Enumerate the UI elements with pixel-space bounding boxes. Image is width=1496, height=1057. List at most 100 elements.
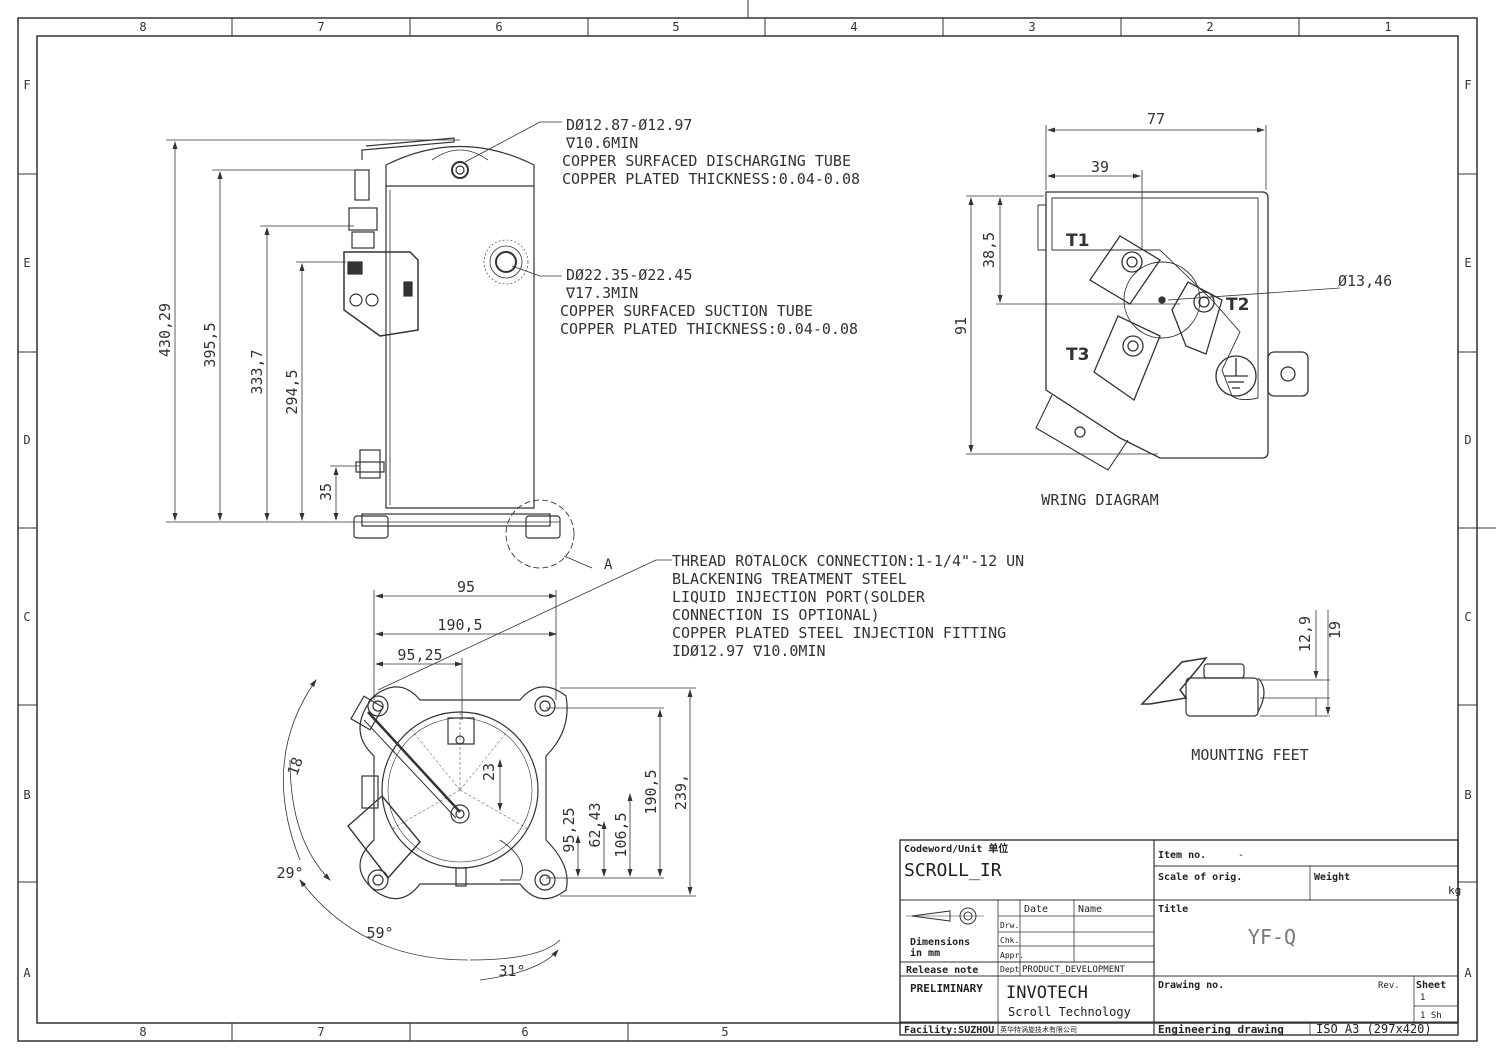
row-label: C <box>1464 610 1471 624</box>
mounting-feet <box>1140 656 1265 717</box>
dim-center-offset: 106,5 <box>612 812 630 857</box>
note-line: THREAD ROTALOCK CONNECTION:1-1/4"-12 UN <box>672 552 1024 570</box>
angle-59: 59° <box>366 924 393 942</box>
mounting-caption: MOUNTING FEET <box>1191 746 1308 764</box>
dim-foot-total: 19 <box>1326 621 1344 639</box>
col-label: 8 <box>139 1025 146 1039</box>
paper-format: ISO A3 (297x420) <box>1316 1022 1432 1036</box>
company-name: INVOTECH <box>1006 983 1088 1003</box>
item-label: Item no. <box>1158 850 1206 861</box>
dim-terminal-diameter: Ø13,46 <box>1338 272 1392 290</box>
note-line: DØ22.35-Ø22.45 <box>566 266 692 284</box>
dim-hole-spacing: 190,5 <box>642 769 660 814</box>
col-label: 6 <box>521 1025 528 1039</box>
angle-31: 31° <box>498 962 525 980</box>
facility: Facility:SUZHOU <box>904 1024 994 1036</box>
dim-port-offset: 62,43 <box>586 802 604 847</box>
col-label: 7 <box>317 20 324 34</box>
dim-overall-depth: 239, <box>672 774 690 810</box>
side-view <box>343 137 593 569</box>
note-line: LIQUID INJECTION PORT(SOLDER <box>672 588 926 606</box>
facility-chinese: 英华特涡旋技术有限公司 <box>1000 1025 1077 1034</box>
compressor-shell <box>385 146 535 509</box>
row-label: F <box>23 78 30 92</box>
codeword-value: SCROLL_IR <box>904 860 1002 881</box>
note-line: COPPER SURFACED DISCHARGING TUBE <box>562 152 851 170</box>
rev-label: Rev. <box>1378 981 1400 991</box>
row-label: A <box>1464 966 1472 980</box>
dim-height-total: 91 <box>952 317 970 335</box>
row-label: A <box>23 966 31 980</box>
col-label: 6 <box>495 20 502 34</box>
wiring-labels: 77 39 38,5 91 Ø13,46 T1 T2 T3 WRING DIAG… <box>952 110 1392 509</box>
terminal-t1-label: T1 <box>1066 231 1089 251</box>
terminal-t2 <box>1171 281 1223 355</box>
wiring-dimensions <box>966 125 1341 455</box>
column-ticks <box>231 18 1300 1041</box>
dim-width-total: 77 <box>1147 110 1165 128</box>
terminal-box-outline <box>1045 191 1269 459</box>
drw-label: Drw. <box>1000 921 1019 930</box>
release-label: Release note <box>906 965 978 976</box>
dim-height-shell: 395,5 <box>201 322 219 367</box>
sheet-label: Sheet <box>1416 980 1446 991</box>
dim-flange-width: 190,5 <box>437 616 482 634</box>
side-view-dimensions <box>166 139 560 523</box>
release-value: PRELIMINARY <box>910 982 983 995</box>
dim-width-half: 39 <box>1091 158 1109 176</box>
suction-tube-note: DØ22.35-Ø22.45 ∇17.3MIN COPPER SURFACED … <box>511 265 858 338</box>
row-label: E <box>23 256 30 270</box>
sheet-total: 1 Sh <box>1420 1011 1442 1021</box>
top-view <box>347 686 568 900</box>
mounting-dimensions <box>1260 610 1331 717</box>
col-label: 1 <box>1384 20 1391 34</box>
col-label: 7 <box>317 1025 324 1039</box>
mounting-labels: 12,9 19 MOUNTING FEET <box>1191 616 1344 764</box>
drawing-no-label: Drawing no. <box>1158 979 1224 991</box>
base-plate-outline <box>359 686 568 900</box>
col-label: 5 <box>721 1025 728 1039</box>
dim-height-total: 430,29 <box>156 303 174 357</box>
note-line: ∇10.6MIN <box>565 134 638 152</box>
note-line: IDØ12.97 ∇10.0MIN <box>672 642 826 660</box>
suction-port <box>450 804 470 824</box>
item-value: - <box>1238 850 1244 861</box>
note-line: CONNECTION IS OPTIONAL) <box>672 606 880 624</box>
ground-icon <box>1215 355 1257 397</box>
codeword-label: Codeword/Unit 单位 <box>904 842 1008 855</box>
row-label: D <box>1464 433 1471 447</box>
row-ticks <box>18 173 1477 883</box>
angle-arcs <box>282 679 561 981</box>
dept-label: Dept <box>1000 965 1019 974</box>
projection-symbol-icon <box>906 907 984 925</box>
name-label: Name <box>1078 904 1102 915</box>
row-label: B <box>1464 788 1471 802</box>
discharge-tube-note: DØ12.87-Ø12.97 ∇10.6MIN COPPER SURFACED … <box>464 116 860 188</box>
company-subtitle: Scroll Technology <box>1008 1005 1131 1019</box>
col-label: 4 <box>850 20 857 34</box>
angle-29: 29° <box>276 864 303 882</box>
dim-foot-height: 12,9 <box>1296 616 1314 652</box>
dept-value: PRODUCT_DEVELOPMENT <box>1022 965 1126 975</box>
wiring-caption: WRING DIAGRAM <box>1041 491 1158 509</box>
appr-label: Appr. <box>1000 951 1024 960</box>
col-label: 2 <box>1206 20 1213 34</box>
sheet-frame <box>17 0 1496 1042</box>
date-label: Date <box>1024 904 1048 915</box>
weight-unit: kg <box>1448 884 1461 897</box>
detail-a-label: A <box>604 557 613 573</box>
note-line: ∇17.3MIN <box>565 284 638 302</box>
row-label: E <box>1464 256 1471 270</box>
column-labels-top: 8 7 6 5 4 3 2 1 <box>139 20 1391 34</box>
note-line: COPPER PLATED STEEL INJECTION FITTING <box>672 624 1006 642</box>
row-label: B <box>23 788 30 802</box>
title-block <box>899 839 1459 1036</box>
note-line: BLACKENING TREATMENT STEEL <box>672 570 907 588</box>
dim-flange-half: 95 <box>457 578 475 596</box>
col-label: 8 <box>139 20 146 34</box>
dim-height-injection: 35 <box>317 483 335 501</box>
dim-port-distance: 23 <box>480 763 498 781</box>
